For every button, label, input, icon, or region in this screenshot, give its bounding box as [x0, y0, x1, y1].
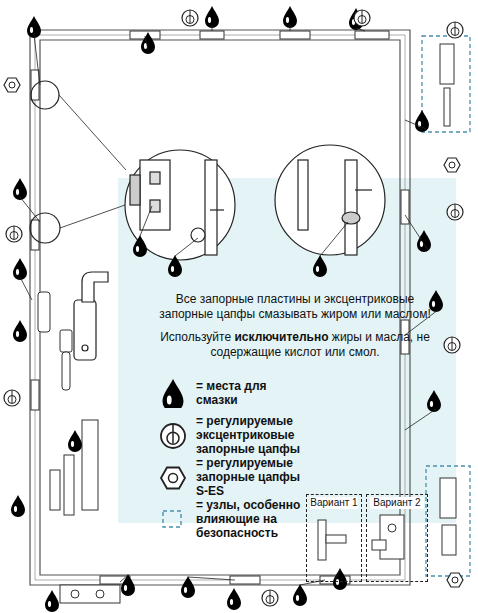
legend-symbol [158, 504, 188, 534]
note-panel: Все запорные пластины и эксцентриковые з… [150, 292, 440, 360]
variant-label: Вариант 2 [370, 497, 424, 509]
note-text: Все запорные пластины и эксцентриковые з… [150, 292, 440, 322]
legend-row: = места для смазки [158, 372, 302, 414]
legend-row: = узлы, особенно влияющие на безопасност… [158, 498, 302, 540]
legend-symbol [158, 462, 188, 492]
legend-row: = регулируемые эксцентриковые запорные ц… [158, 414, 302, 456]
legend-symbol [158, 420, 188, 450]
note-text: Используйте [160, 330, 231, 344]
note-paragraph: Используйте исключительно жиры и масла, … [150, 330, 440, 360]
legend-text: = узлы, особенно влияющие на безопасност… [196, 498, 302, 540]
legend-text: = регулируемые запорные цапфы S-ES [196, 456, 302, 498]
variant-box: Вариант 2 [366, 494, 428, 582]
variant-label: Вариант 1 [310, 497, 358, 509]
legend-row: = регулируемые запорные цапфы S-ES [158, 456, 302, 498]
legend-text: = регулируемые эксцентриковые запорные ц… [196, 414, 302, 456]
legend-symbol [158, 378, 188, 408]
legend-text: = места для смазки [196, 379, 302, 407]
emphasis-text: исключительно [234, 330, 328, 344]
variant-box: Вариант 1 [306, 494, 362, 582]
legend: = места для смазки = регулируемые эксцент… [158, 372, 302, 540]
